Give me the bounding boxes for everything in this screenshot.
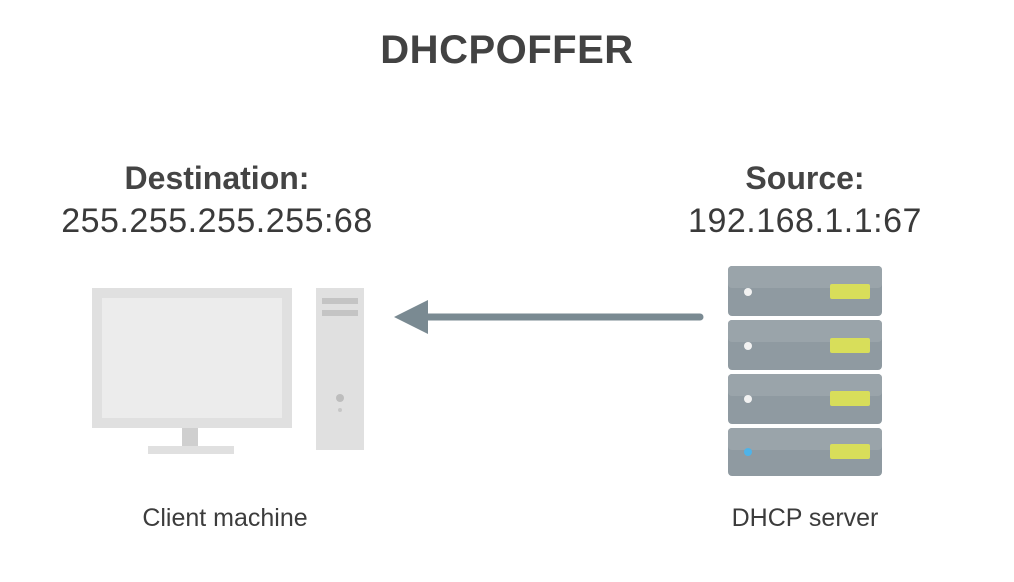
client-machine-caption: Client machine xyxy=(142,504,308,532)
server-rack-icon xyxy=(728,266,882,476)
monitor-icon xyxy=(92,288,292,454)
arrow-left-icon xyxy=(394,300,704,334)
source-address: 192.168.1.1:67 xyxy=(688,202,922,240)
dhcp-server-caption: DHCP server xyxy=(731,504,879,532)
server-unit-1 xyxy=(728,266,882,316)
destination-address: 255.255.255.255:68 xyxy=(61,202,373,240)
server-unit-3 xyxy=(728,374,882,424)
source-heading: Source: xyxy=(745,160,865,196)
server-unit-2 xyxy=(728,320,882,370)
server-unit-4 xyxy=(728,428,882,476)
tower-icon xyxy=(316,288,364,450)
desktop-computer-icon xyxy=(92,288,364,454)
destination-heading: Destination: xyxy=(124,160,310,196)
diagram-title: DHCPOFFER xyxy=(380,28,634,72)
